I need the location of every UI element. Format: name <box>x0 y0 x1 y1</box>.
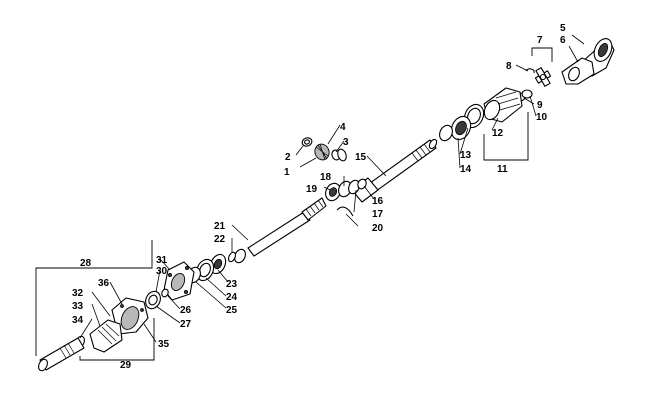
part-21-middle-shaft <box>234 197 327 264</box>
bearing-pack <box>325 178 367 217</box>
callout-14: 14 <box>460 164 472 175</box>
bracket-7 <box>531 47 553 62</box>
callout-1: 1 <box>284 167 290 178</box>
callout-19: 19 <box>306 184 318 195</box>
callout-12: 12 <box>492 128 504 139</box>
callout-35: 35 <box>158 339 170 350</box>
callout-13: 13 <box>460 150 472 161</box>
callout-22: 22 <box>214 234 226 245</box>
callout-36: 36 <box>98 278 110 289</box>
small-ring-stack <box>301 137 347 162</box>
callout-31: 31 <box>156 255 168 266</box>
callout-6: 6 <box>560 35 566 46</box>
part-22-ring <box>228 251 236 263</box>
callout-21: 21 <box>214 221 226 232</box>
part-10-seal <box>521 89 533 99</box>
callout-7: 7 <box>537 35 543 46</box>
callout-26: 26 <box>180 305 192 316</box>
callout-20: 20 <box>372 223 384 234</box>
callout-2: 2 <box>285 152 291 163</box>
part-4-gear <box>314 143 330 161</box>
callout-17: 17 <box>372 209 384 220</box>
callout-29: 29 <box>120 360 132 371</box>
part-26-ring <box>161 288 169 298</box>
part-15-upper-shaft <box>351 138 438 203</box>
callout-34: 34 <box>72 315 84 326</box>
callout-33: 33 <box>72 301 84 312</box>
callout-5: 5 <box>560 23 566 34</box>
part-1-ring <box>337 148 347 162</box>
callout-4: 4 <box>340 122 346 133</box>
lower-cv-joint-group <box>75 297 149 353</box>
part-17-seal <box>348 179 360 195</box>
callout-24: 24 <box>226 292 238 303</box>
callout-28: 28 <box>80 258 92 269</box>
callout-labels: 1 2 3 4 5 6 7 8 9 10 11 12 13 14 15 16 1… <box>72 23 566 371</box>
callout-8: 8 <box>506 61 512 72</box>
callout-32: 32 <box>72 288 84 299</box>
part-20-clip <box>336 206 354 217</box>
part-12-yoke-housing <box>483 87 523 123</box>
callout-18: 18 <box>320 172 332 183</box>
callout-11: 11 <box>497 164 508 175</box>
callout-30: 30 <box>156 266 168 277</box>
callout-27: 27 <box>180 319 192 330</box>
u-joint-group <box>439 38 615 142</box>
bracket-28 <box>35 267 90 356</box>
callout-16: 16 <box>372 196 384 207</box>
callout-10: 10 <box>536 112 548 123</box>
part-33-boot <box>89 319 123 353</box>
flange-bearing-group <box>145 261 195 310</box>
part-7-spider <box>534 67 552 87</box>
bracket-11 <box>483 112 529 161</box>
part-35-stub-shaft <box>38 337 85 372</box>
callout-23: 23 <box>226 279 238 290</box>
callout-3: 3 <box>343 137 349 148</box>
leader-lines <box>79 34 585 343</box>
callout-25: 25 <box>226 305 238 316</box>
callout-15: 15 <box>355 152 367 163</box>
callout-9: 9 <box>537 100 543 111</box>
part-6-yoke <box>561 57 595 85</box>
